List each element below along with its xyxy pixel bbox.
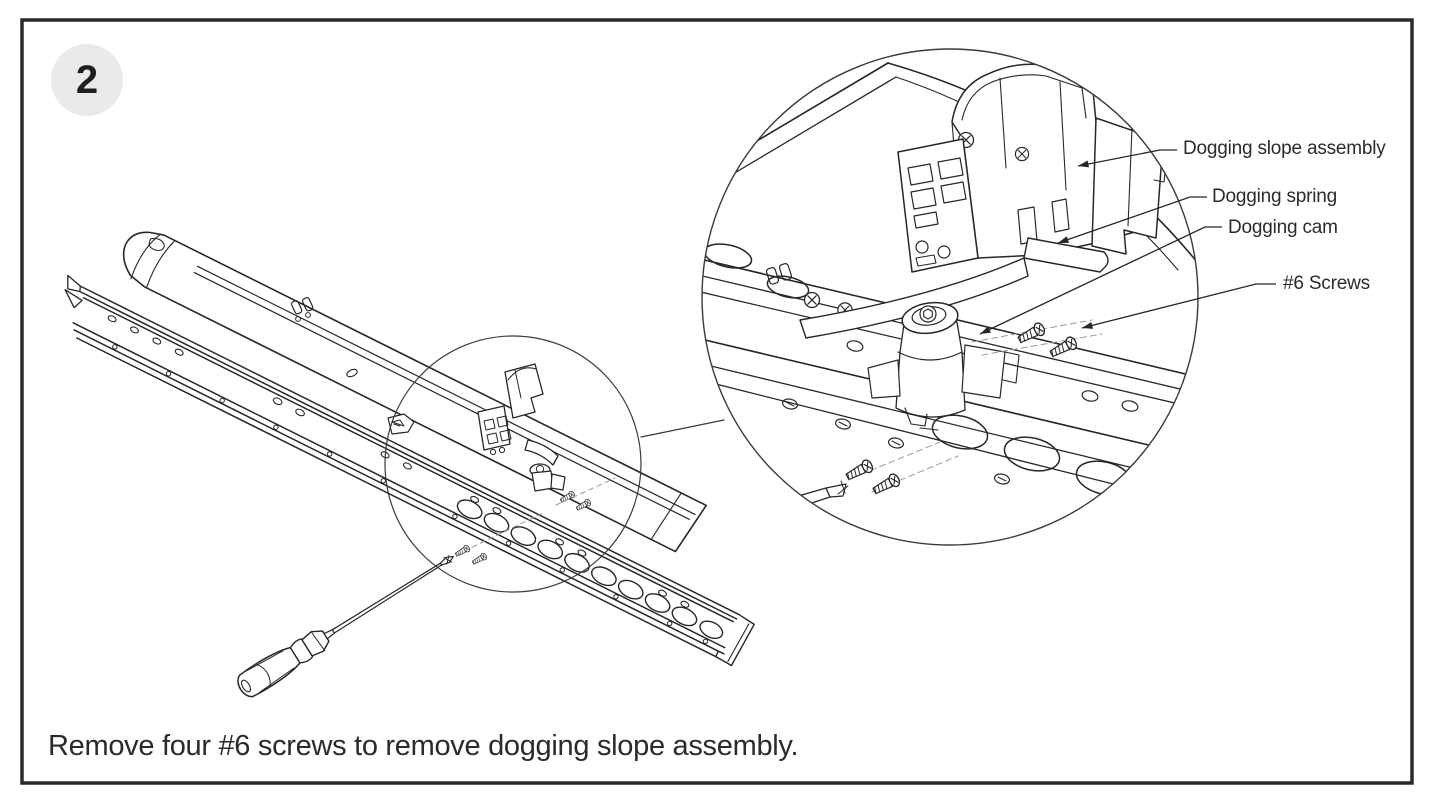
exit-device-assembly-drawing	[64, 231, 755, 698]
dogging-spring	[799, 237, 1109, 339]
screwdriver-icon	[237, 555, 454, 698]
detail-connector-line	[640, 419, 725, 438]
dogging-mechanism-small	[477, 363, 566, 492]
chassis-latch	[346, 368, 415, 435]
leader-dogging-spring	[1057, 196, 1207, 244]
dogging-slope-assembly	[897, 63, 1167, 273]
rail-slot-holes-magnified	[782, 398, 1010, 485]
step-caption: Remove four #6 screws to remove dogging …	[48, 730, 799, 762]
callout-dogging-slope-assembly: Dogging slope assembly	[1183, 138, 1386, 159]
leader-dogging-cam	[979, 226, 1222, 335]
leader-dogging-slope-assembly	[1077, 149, 1177, 168]
pushbar-cover	[122, 231, 708, 553]
step-number-badge: 2	[51, 44, 123, 116]
chassis-clip	[290, 297, 314, 322]
base-rail	[64, 274, 755, 667]
rail-large-holes	[456, 499, 724, 640]
screw-axis-guides-small	[455, 477, 616, 556]
rail-screw-holes	[107, 315, 690, 608]
panel-border	[20, 18, 1414, 785]
rail-rivet-holes	[112, 344, 709, 645]
callout-dogging-spring: Dogging spring	[1212, 186, 1338, 207]
step-number: 2	[75, 57, 99, 102]
callout-dogging-cam: Dogging cam	[1228, 217, 1338, 238]
dogging-cam	[867, 301, 1020, 431]
magnifier-circle	[701, 48, 1199, 546]
leader-6-screws	[1081, 283, 1276, 329]
callout-leaders	[979, 149, 1276, 335]
callout-6-screws: #6 Screws	[1283, 273, 1370, 294]
rail-and-cover	[64, 231, 755, 667]
detail-ring-small	[384, 335, 642, 593]
